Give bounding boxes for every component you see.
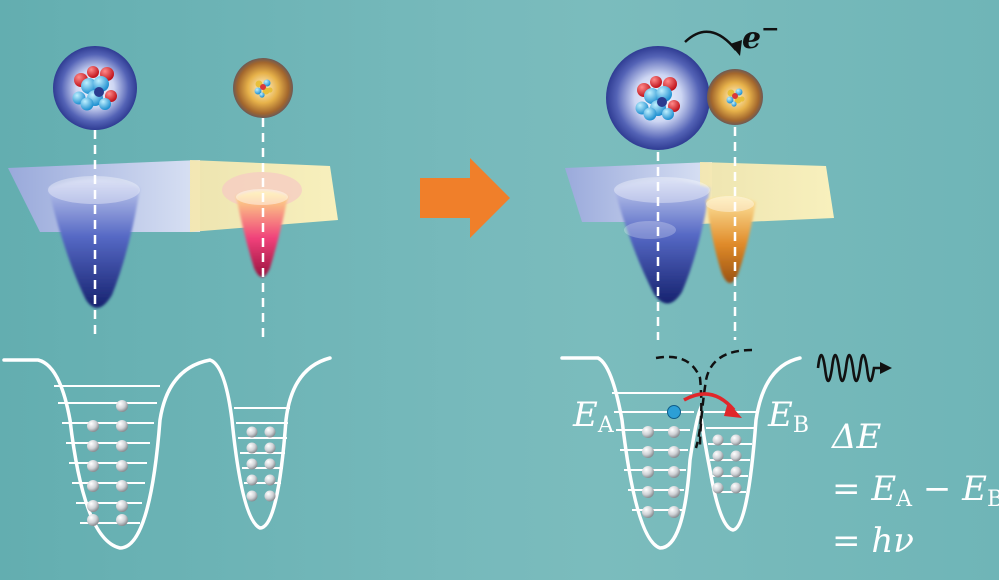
equals-sign-2: = — [832, 521, 861, 561]
energy-b-label: EB — [768, 398, 809, 437]
eq-energy-b: E — [962, 469, 987, 509]
electron-transfer-arrowhead — [724, 402, 742, 418]
photon-wave-icon — [816, 353, 884, 383]
energy-b-subscript: B — [792, 413, 809, 438]
eq-energy-a-sub: A — [896, 487, 913, 512]
orb-large-right — [606, 46, 710, 150]
energy-b-symbol: E — [768, 395, 793, 435]
photon-energy-text: hν — [871, 521, 914, 561]
electrons-left-well — [87, 400, 128, 526]
potential-surface-right — [565, 162, 834, 304]
orb-small-left — [233, 58, 293, 118]
electrons-right-well-before — [246, 426, 276, 502]
curved-arrow-icon — [684, 30, 737, 51]
equals-sign-1: = — [832, 469, 861, 509]
eq-energy-a: E — [871, 469, 897, 509]
electron-charge: − — [761, 16, 780, 42]
equation-delta-e: ΔE — [832, 420, 881, 454]
equation-photon: = hν — [832, 524, 914, 558]
potential-surface-left — [8, 160, 338, 308]
eq-energy-b-sub: B — [986, 487, 999, 512]
transferring-electron — [667, 405, 681, 419]
delta-e-text: ΔE — [832, 417, 882, 457]
electron-label: e− — [742, 18, 780, 54]
electrons-after-right — [712, 434, 742, 494]
energy-a-subscript: A — [597, 413, 614, 438]
energy-well-curve-right — [560, 356, 802, 550]
energy-a-label: EA — [573, 398, 614, 437]
orb-small-right — [707, 69, 763, 125]
curved-arrow-head — [730, 40, 742, 56]
equation-difference: = EA − EB — [832, 472, 999, 511]
energy-a-symbol: E — [573, 395, 598, 435]
electrons-after-left — [642, 426, 680, 518]
photon-arrowhead — [880, 362, 892, 374]
orb-large-left — [53, 46, 137, 130]
electron-symbol: e — [742, 21, 762, 56]
barrier-dashed-right — [698, 348, 753, 449]
minus-sign: − — [922, 469, 952, 509]
energy-levels-left-well — [54, 385, 160, 524]
orange-right-arrow-icon — [420, 158, 510, 238]
